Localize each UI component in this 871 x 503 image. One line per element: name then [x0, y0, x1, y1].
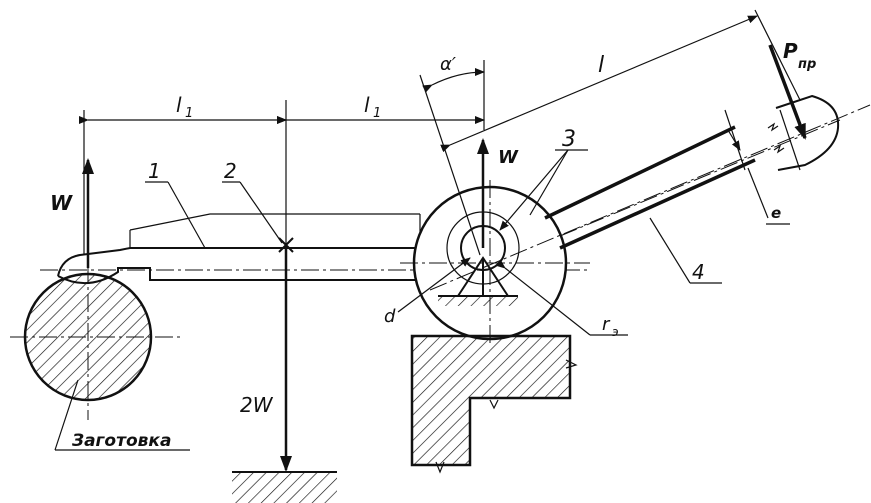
leader-part-4 [649, 217, 691, 284]
label-l: l [598, 53, 604, 78]
leader-re [495, 259, 591, 336]
leader-part-3 [499, 149, 569, 231]
label-d: d [384, 306, 396, 327]
pivot-point [278, 100, 294, 253]
label-force-w-left: W [50, 191, 73, 215]
ground-support [232, 471, 337, 503]
leader-part-1 [167, 181, 206, 249]
label-re-sub: э [612, 325, 619, 339]
label-part-1: 1 [148, 159, 161, 183]
label-part-2: 2 [224, 159, 237, 183]
label-force-p-sub: пр [798, 57, 816, 72]
dimension-l [440, 9, 801, 153]
leader-part-2 [239, 181, 283, 244]
label-part-3: 3 [562, 127, 576, 152]
angle-alpha [419, 68, 485, 256]
label-alpha: α′ [440, 54, 456, 75]
workpiece [10, 265, 180, 420]
label-l1-left: l [176, 93, 182, 117]
label-l1-left-sub: 1 [185, 106, 193, 121]
label-re: r [602, 314, 611, 335]
axle-support [438, 256, 518, 306]
label-force-w-center: W [498, 147, 519, 168]
label-l1-right: l [364, 93, 370, 117]
label-force-2w: 2W [240, 393, 274, 417]
label-l1-right-sub: 1 [373, 106, 381, 121]
force-p-arrow [768, 44, 807, 140]
label-workpiece: Заготовка [71, 431, 171, 451]
label-e: e [771, 204, 781, 222]
dimension-e [727, 129, 790, 225]
leader-workpiece [54, 379, 79, 451]
leader-part-3b [529, 149, 569, 216]
leader-d [397, 257, 471, 313]
label-force-p: P [783, 39, 798, 63]
label-part-4: 4 [692, 260, 705, 284]
machine-base [410, 334, 578, 474]
